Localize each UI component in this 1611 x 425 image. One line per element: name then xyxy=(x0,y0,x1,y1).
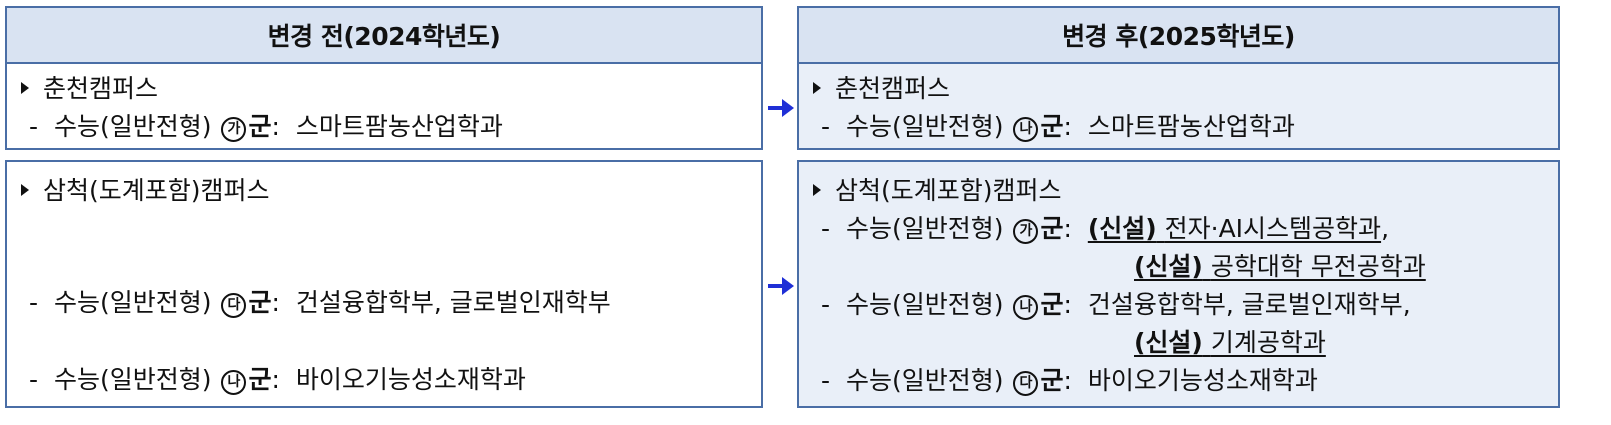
header-after-text: 변경 후(2025학년도) xyxy=(1062,22,1295,51)
new-tag: (신설) xyxy=(1134,252,1203,281)
arrow-right-icon xyxy=(768,277,794,295)
header-before-text: 변경 전(2024학년도) xyxy=(267,22,501,51)
bullet-icon xyxy=(813,184,821,196)
header-after: 변경 후(2025학년도) xyxy=(797,6,1560,64)
new-tag: (신설) xyxy=(1087,214,1157,243)
bullet-icon xyxy=(21,184,29,196)
bullet-icon xyxy=(813,82,821,94)
bullet-icon xyxy=(21,82,29,94)
chuncheon-after-campus: 춘천캠퍼스 xyxy=(813,74,950,104)
circled-group-icon: 가 xyxy=(1013,219,1039,244)
circled-group-icon: 나 xyxy=(221,370,247,395)
circled-group-icon: 가 xyxy=(221,117,247,142)
samcheok-before-campus: 삼척(도계포함)캠퍼스 xyxy=(21,176,270,206)
circled-group-icon: 나 xyxy=(1013,117,1039,142)
circled-group-icon: 다 xyxy=(221,293,247,318)
circled-group-icon: 다 xyxy=(1013,371,1039,396)
chuncheon-before-campus: 춘천캠퍼스 xyxy=(21,74,158,104)
samcheok-after-row-ga-cont: (신설) 공학대학 무전공학과 xyxy=(1134,252,1426,281)
arrow-right-icon xyxy=(768,99,794,117)
samcheok-after-campus: 삼척(도계포함)캠퍼스 xyxy=(813,176,1062,206)
header-before: 변경 전(2024학년도) xyxy=(5,6,763,64)
samcheok-after-row-na-cont: (신설) 기계공학과 xyxy=(1134,328,1326,357)
new-tag: (신설) xyxy=(1134,328,1203,357)
circled-group-icon: 나 xyxy=(1013,295,1039,320)
